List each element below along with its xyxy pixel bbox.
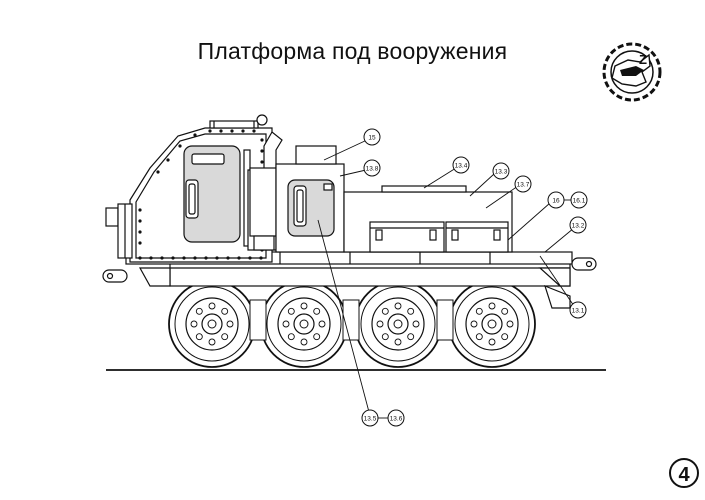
rivet xyxy=(182,256,186,260)
callout-13-7: 13.7 xyxy=(514,175,532,193)
rear-cargo xyxy=(343,185,513,253)
rivet xyxy=(178,144,182,148)
callout-13-3: 13.3 xyxy=(492,162,510,180)
rivet xyxy=(259,256,263,260)
rivet xyxy=(171,256,175,260)
callout-label: 13.6 xyxy=(390,416,403,423)
suspension-hub xyxy=(342,299,360,341)
rivet xyxy=(156,170,160,174)
rivet xyxy=(248,256,252,260)
equipment-box xyxy=(275,145,345,253)
callout-label: 13.5 xyxy=(364,416,377,423)
rivet xyxy=(230,129,234,133)
gear-emblem-logo: Z xyxy=(602,42,662,102)
rivet xyxy=(204,256,208,260)
callout-label: 13.3 xyxy=(495,169,508,176)
rivet xyxy=(252,129,256,133)
callout-label: 13.7 xyxy=(517,182,530,189)
callout-15: 15 xyxy=(363,128,381,146)
rivet xyxy=(208,129,212,133)
suspension-hub xyxy=(249,299,267,341)
callout-label: 13.4 xyxy=(455,163,468,170)
callout-label: 16 xyxy=(552,198,560,205)
callout-label: 15 xyxy=(368,135,376,142)
callout-13-8: 13.8 xyxy=(363,159,381,177)
page-number: 4 xyxy=(678,464,690,486)
callout-13-2: 13.2 xyxy=(569,216,587,234)
rivet xyxy=(138,230,142,234)
wheel xyxy=(260,280,348,368)
callout-13-1: 13.1 xyxy=(569,301,587,319)
armored-cab xyxy=(105,114,283,263)
rivet xyxy=(219,129,223,133)
page-number-badge: 4 xyxy=(669,458,699,488)
page-title: Платформа под вооружения xyxy=(197,38,508,64)
rivet xyxy=(193,133,197,137)
callout-16-1: 16.1 xyxy=(570,191,588,209)
callout-label: 13.1 xyxy=(572,308,585,315)
cab-door xyxy=(183,145,241,243)
rivet xyxy=(260,160,264,164)
callout-16: 16 xyxy=(547,191,565,209)
callout-13-4: 13.4 xyxy=(452,156,470,174)
wheel xyxy=(168,280,256,368)
wheel-group xyxy=(168,280,536,368)
top-hatch xyxy=(295,145,337,165)
rivet xyxy=(138,241,142,245)
rivet xyxy=(166,158,170,162)
front-tow-hook xyxy=(102,269,128,283)
rivet xyxy=(260,149,264,153)
door-window xyxy=(191,153,225,165)
rivet xyxy=(138,256,142,260)
rivet xyxy=(215,256,219,260)
suspension-hub xyxy=(436,299,454,341)
rivet xyxy=(138,219,142,223)
rear-tow-hook xyxy=(571,257,597,271)
callout-label: 13.2 xyxy=(572,223,585,230)
rivet xyxy=(226,256,230,260)
rivet xyxy=(241,129,245,133)
svg-text:Z: Z xyxy=(639,52,647,67)
cargo-lid xyxy=(381,185,467,193)
rivet xyxy=(237,256,241,260)
wheel xyxy=(354,280,442,368)
rivet xyxy=(149,256,153,260)
callout-label: 16.1 xyxy=(573,198,586,205)
rivet xyxy=(260,138,264,142)
rivet xyxy=(193,256,197,260)
callout-13-6: 13.6 xyxy=(387,409,405,427)
wheel xyxy=(448,280,536,368)
callout-label: 13.8 xyxy=(366,166,379,173)
callout-13-5: 13.5 xyxy=(361,409,379,427)
rivet xyxy=(160,256,164,260)
rivet xyxy=(138,208,142,212)
